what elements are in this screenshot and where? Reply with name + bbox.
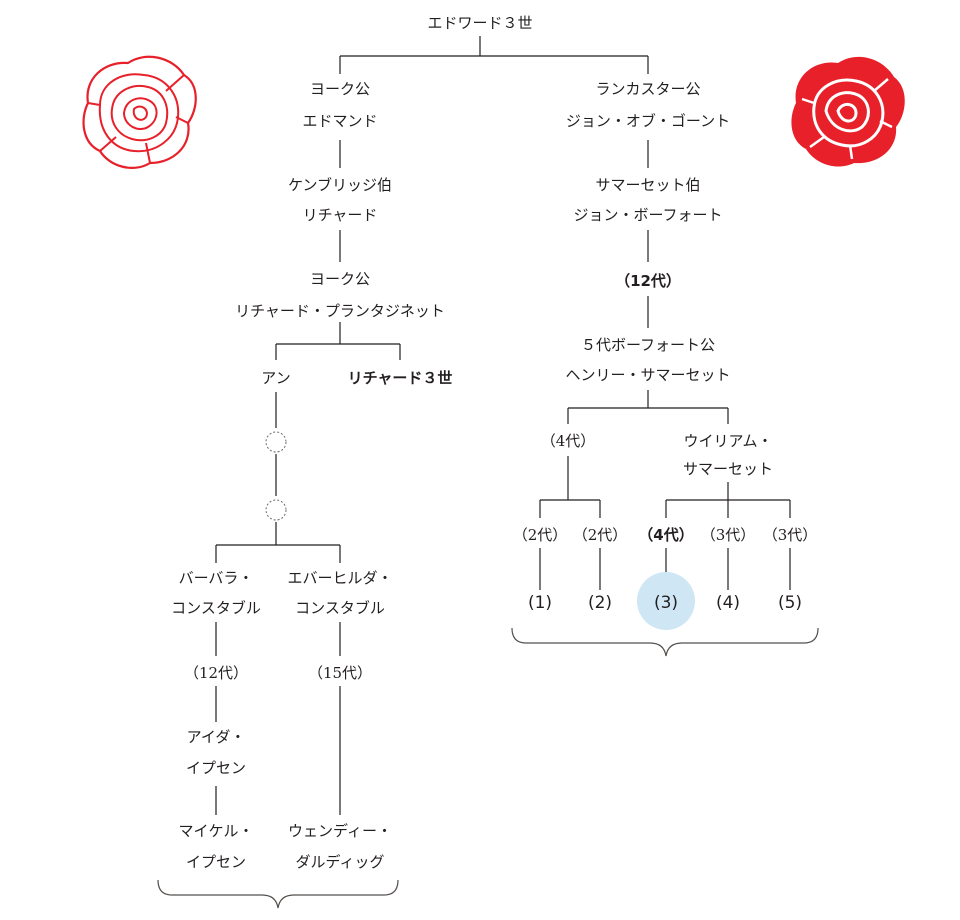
cambridge-name: リチャード [303, 206, 378, 224]
gen-15-right: （15代） [308, 664, 372, 682]
ida-line2: イプセン [186, 759, 246, 777]
unknown-descendant-marker [265, 499, 287, 521]
bottom-brace-right [511, 627, 819, 657]
beaufort-title: ５代ボーフォート公 [581, 336, 715, 354]
everhilda-line2: コンスタブル [295, 599, 385, 617]
gen-12-left: （12代） [184, 664, 248, 682]
gen-label-1: （2代） [513, 526, 568, 544]
descendant-number-5: (5) [778, 593, 802, 613]
somerset-name: ジョン・ボーフォート [573, 206, 722, 224]
descendant-number-3: (3) [654, 593, 678, 613]
york-duke-title: ヨーク公 [310, 80, 370, 98]
gen-label-4: （3代） [701, 526, 756, 544]
wendy-line2: ダルディッグ [296, 853, 385, 871]
gen-label-2: （2代） [573, 526, 628, 544]
william-line1: ウイリアム・ [684, 432, 773, 450]
gen-4-left: （4代） [541, 432, 596, 450]
somerset-title: サマーセット伯 [595, 176, 700, 194]
lancaster-duke-name: ジョン・オブ・ゴーント [566, 112, 730, 130]
william-line2: サマーセット [683, 460, 773, 478]
descendant-number-1: (1) [528, 593, 552, 613]
barbara-line2: コンスタブル [171, 599, 261, 617]
bottom-brace-left [157, 879, 399, 909]
barbara-line1: バーバラ・ [179, 569, 254, 587]
york-duke-name: エドマンド [302, 112, 377, 130]
everhilda-line1: エバーヒルダ・ [287, 569, 392, 587]
gen-12-lancaster: （12代） [615, 272, 681, 290]
beaufort-name: ヘンリー・サマーセット [565, 366, 730, 384]
gen-label-3: （4代） [638, 526, 693, 544]
red-rose-filled-icon [791, 56, 905, 167]
descendant-number-2: (2) [588, 593, 612, 613]
michael-line1: マイケル・ [178, 822, 253, 840]
descendant-number-4: (4) [716, 593, 740, 613]
gen-label-5: （3代） [763, 526, 818, 544]
tree-connector-lines [215, 36, 791, 815]
ida-line1: アイダ・ [187, 728, 246, 746]
anne-label: アン [261, 369, 290, 387]
unknown-descendant-marker [265, 431, 287, 453]
york-richard-name: リチャード・プランタジネット [235, 302, 445, 320]
white-rose-outline-icon [82, 55, 197, 169]
richard-iii-label: リチャード３世 [348, 369, 453, 387]
york-richard-title: ヨーク公 [310, 270, 370, 288]
lancaster-duke-title: ランカスター公 [595, 80, 700, 98]
root-edward-iii: エドワード３世 [427, 14, 532, 32]
cambridge-title: ケンブリッジ伯 [288, 176, 392, 194]
highlight-circle [637, 572, 695, 630]
michael-line2: イプセン [186, 853, 246, 871]
wendy-line1: ウェンディー・ [288, 822, 392, 840]
